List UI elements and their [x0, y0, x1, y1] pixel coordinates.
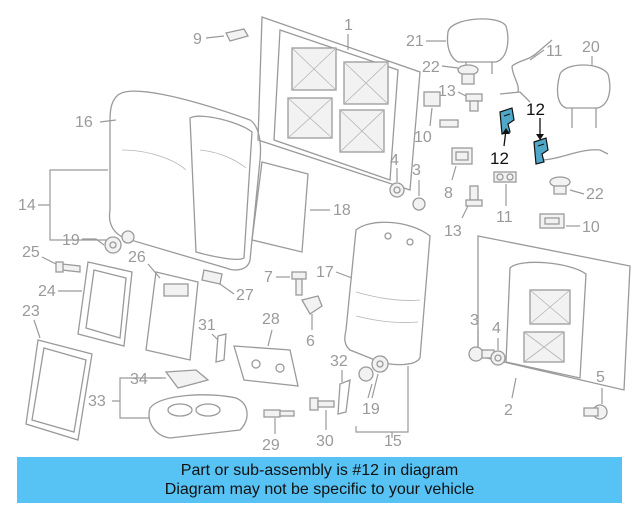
callout-34: 34 [130, 371, 148, 388]
latch-8 [451, 147, 473, 165]
callout-8: 8 [444, 185, 453, 202]
callout-10-upper: 10 [414, 129, 432, 146]
cupholder-insert-34 [164, 369, 210, 389]
callout-19-left: 19 [62, 232, 80, 249]
callout-23: 23 [22, 303, 40, 320]
callout-22-lower: 22 [586, 186, 604, 203]
callout-22-upper: 22 [422, 59, 440, 76]
callout-31: 31 [198, 317, 216, 334]
callout-12-lower: 12 [490, 149, 509, 168]
seat-back-shell-17 [344, 221, 431, 366]
parts-diagram: 1 9 16 14 19 18 25 24 [18, 16, 631, 454]
info-banner: Part or sub-assembly is #12 in diagram D… [17, 457, 622, 503]
callout-18: 18 [333, 202, 351, 219]
callout-30: 30 [316, 433, 334, 450]
bushing-4-lower [490, 350, 506, 366]
callout-20: 20 [582, 39, 600, 56]
callout-5: 5 [596, 369, 605, 386]
callout-6: 6 [306, 333, 315, 350]
callout-11-upper: 11 [546, 43, 563, 60]
callout-13-lower: 13 [444, 223, 462, 240]
callout-12-upper: 12 [526, 100, 545, 119]
bolt-30 [309, 397, 335, 411]
callout-11-lower: 11 [496, 209, 513, 226]
callout-32: 32 [330, 353, 348, 370]
callout-9: 9 [193, 31, 202, 48]
headrest-21 [446, 18, 509, 82]
callout-4-lower: 4 [492, 320, 501, 337]
guide-22-lower [549, 176, 571, 195]
bezel-10-lower [539, 213, 565, 229]
callout-16: 16 [75, 114, 93, 131]
lever-32 [337, 378, 351, 415]
callout-17: 17 [316, 264, 334, 281]
hinge-28 [233, 345, 299, 387]
bracket-6 [301, 295, 323, 315]
grommet-19-right [358, 355, 389, 382]
callout-28: 28 [262, 311, 280, 328]
bolt-13-upper [465, 93, 483, 112]
pad-18 [251, 161, 309, 253]
cable-11 [493, 39, 609, 183]
bolt-25 [55, 261, 81, 273]
bushing-4-upper [389, 182, 405, 198]
panel-23 [25, 339, 93, 441]
bolt-7 [291, 271, 307, 296]
callout-14: 14 [18, 197, 36, 214]
callout-24: 24 [38, 283, 56, 300]
callout-27: 27 [236, 287, 254, 304]
bolt-13-lower [465, 185, 483, 207]
clip-part-9 [225, 28, 249, 42]
callout-19-right: 19 [362, 401, 380, 418]
banner-line-part-number: Part or sub-assembly is #12 in diagram [180, 462, 459, 479]
link-31 [215, 333, 227, 363]
headrest-20 [556, 64, 611, 128]
seat-back-frame-2 [477, 235, 631, 391]
callout-21: 21 [406, 33, 424, 50]
seat-back-cushion [108, 90, 262, 271]
bracket-12-lower [533, 137, 549, 165]
callout-1: 1 [344, 17, 353, 34]
guide-22-upper [457, 64, 479, 85]
bezel-10-upper [423, 91, 441, 107]
bolt-29 [263, 409, 295, 418]
bolt-near-10 [439, 119, 459, 128]
callout-25: 25 [22, 244, 40, 261]
callout-2: 2 [504, 402, 513, 419]
plug-27 [201, 269, 223, 285]
callout-33: 33 [88, 393, 106, 410]
callout-3-upper: 3 [412, 162, 421, 179]
bolt-3-lower [468, 346, 495, 362]
callout-4-upper: 4 [390, 152, 399, 169]
callout-29: 29 [262, 437, 280, 454]
callout-15: 15 [384, 433, 402, 450]
callout-13-upper: 13 [438, 83, 456, 100]
grommet-19-left [104, 230, 135, 254]
panel-26 [145, 271, 199, 361]
seat-back-frame [257, 16, 421, 191]
bolt-3-upper [412, 197, 426, 211]
panel-24 [77, 261, 133, 347]
callout-10-lower: 10 [582, 219, 600, 236]
callout-26: 26 [128, 249, 146, 266]
bolt-5 [583, 404, 608, 420]
armrest-33 [148, 394, 248, 439]
callout-7: 7 [264, 269, 273, 286]
callout-3-lower: 3 [470, 312, 479, 329]
banner-line-disclaimer: Diagram may not be specific to your vehi… [164, 481, 475, 498]
